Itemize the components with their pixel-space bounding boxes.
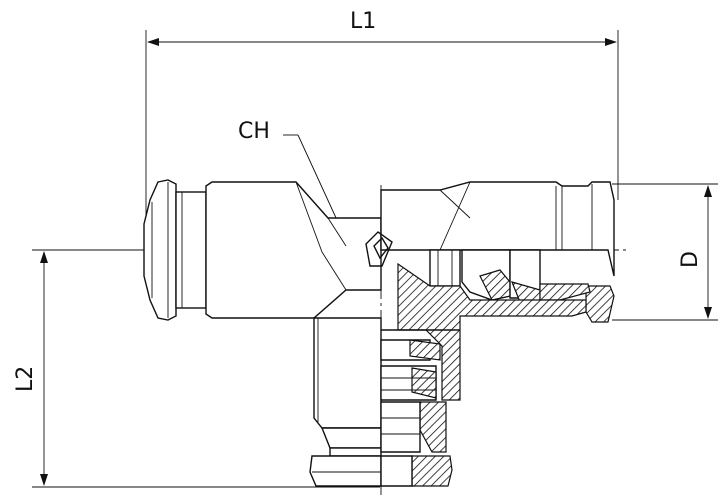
l1-label: L1 xyxy=(350,9,376,34)
left-outer-view xyxy=(143,179,382,487)
dimension-l2: L2 xyxy=(13,249,380,488)
right-section-view xyxy=(365,181,615,487)
dimension-l1: L1 xyxy=(145,9,619,240)
dimension-d: D xyxy=(612,183,718,321)
d-label: D xyxy=(678,251,703,268)
ch-label: CH xyxy=(238,119,270,144)
l2-label: L2 xyxy=(13,366,38,392)
